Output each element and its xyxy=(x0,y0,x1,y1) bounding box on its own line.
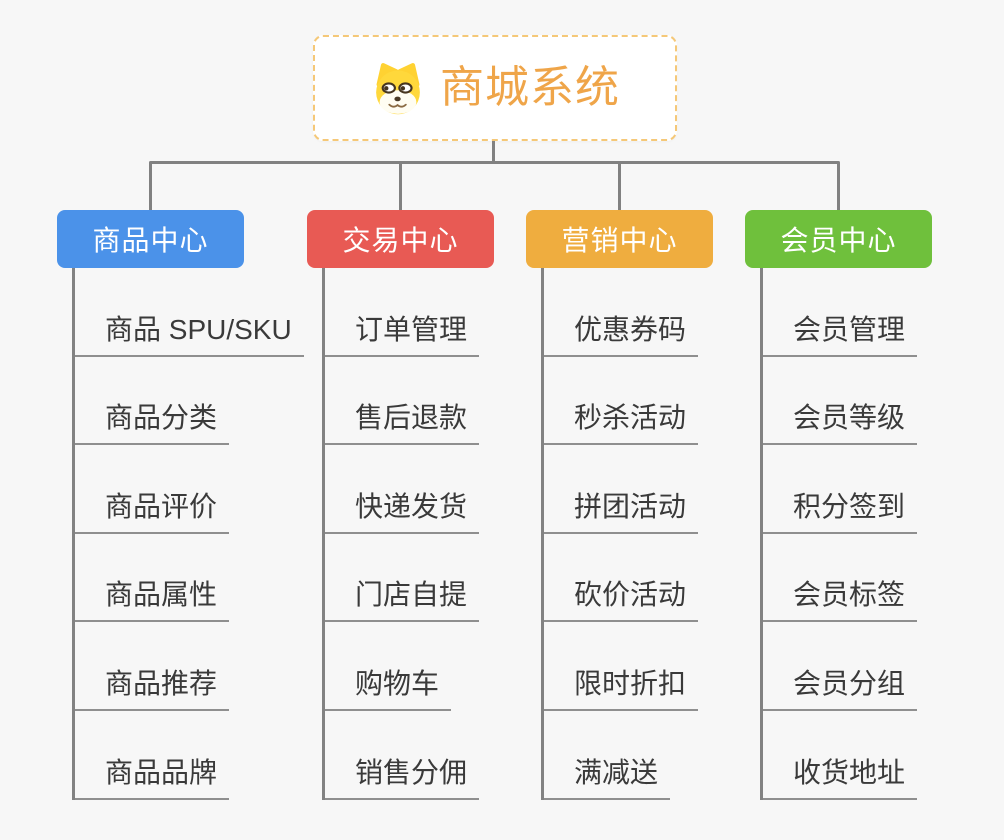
subtopic[interactable]: 商品分类 xyxy=(75,357,230,446)
subtopic[interactable]: 商品属性 xyxy=(75,534,230,623)
connector-drop-member xyxy=(837,163,840,210)
root-topic[interactable]: 商城系统 xyxy=(313,35,677,141)
connector-drop-marketing xyxy=(618,163,621,210)
subtopic[interactable]: 满减送 xyxy=(544,711,671,800)
connector-drop-trade xyxy=(399,163,402,210)
subtopic[interactable]: 会员分组 xyxy=(763,622,918,711)
subtopic[interactable]: 砍价活动 xyxy=(544,534,699,623)
branch-column-product: 商品 SPU/SKU 商品分类 商品评价 商品属性 商品推荐 商品品牌 xyxy=(72,268,304,800)
subtopic[interactable]: 积分签到 xyxy=(763,445,918,534)
subtopic[interactable]: 优惠券码 xyxy=(544,268,699,357)
subtopic[interactable]: 快递发货 xyxy=(325,445,480,534)
dog-face-icon xyxy=(376,63,420,115)
subtopic[interactable]: 购物车 xyxy=(325,622,452,711)
branch-column-marketing: 优惠券码 秒杀活动 拼团活动 砍价活动 限时折扣 满减送 xyxy=(541,268,699,800)
subtopic[interactable]: 商品推荐 xyxy=(75,622,230,711)
subtopic[interactable]: 收货地址 xyxy=(763,711,918,800)
connector-root-stub xyxy=(492,141,495,163)
subtopic[interactable]: 商品 SPU/SKU xyxy=(75,268,304,357)
branch-topic-member-center[interactable]: 会员中心 xyxy=(745,210,932,268)
subtopic[interactable]: 售后退款 xyxy=(325,357,480,446)
subtopic[interactable]: 商品品牌 xyxy=(75,711,230,800)
subtopic[interactable]: 会员等级 xyxy=(763,357,918,446)
branch-topic-product-center[interactable]: 商品中心 xyxy=(57,210,244,268)
branch-topic-marketing-center[interactable]: 营销中心 xyxy=(526,210,713,268)
subtopic[interactable]: 拼团活动 xyxy=(544,445,699,534)
branch-column-member: 会员管理 会员等级 积分签到 会员标签 会员分组 收货地址 xyxy=(760,268,918,800)
branch-column-trade: 订单管理 售后退款 快递发货 门店自提 购物车 销售分佣 xyxy=(322,268,480,800)
branch-topic-trade-center[interactable]: 交易中心 xyxy=(307,210,494,268)
root-topic-label: 商城系统 xyxy=(440,63,620,112)
subtopic[interactable]: 订单管理 xyxy=(325,268,480,357)
subtopic[interactable]: 会员标签 xyxy=(763,534,918,623)
subtopic[interactable]: 门店自提 xyxy=(325,534,480,623)
subtopic[interactable]: 秒杀活动 xyxy=(544,357,699,446)
connector-rail xyxy=(149,161,840,164)
connector-drop-product xyxy=(149,163,152,210)
subtopic[interactable]: 限时折扣 xyxy=(544,622,699,711)
subtopic[interactable]: 会员管理 xyxy=(763,268,918,357)
subtopic[interactable]: 销售分佣 xyxy=(325,711,480,800)
subtopic[interactable]: 商品评价 xyxy=(75,445,230,534)
